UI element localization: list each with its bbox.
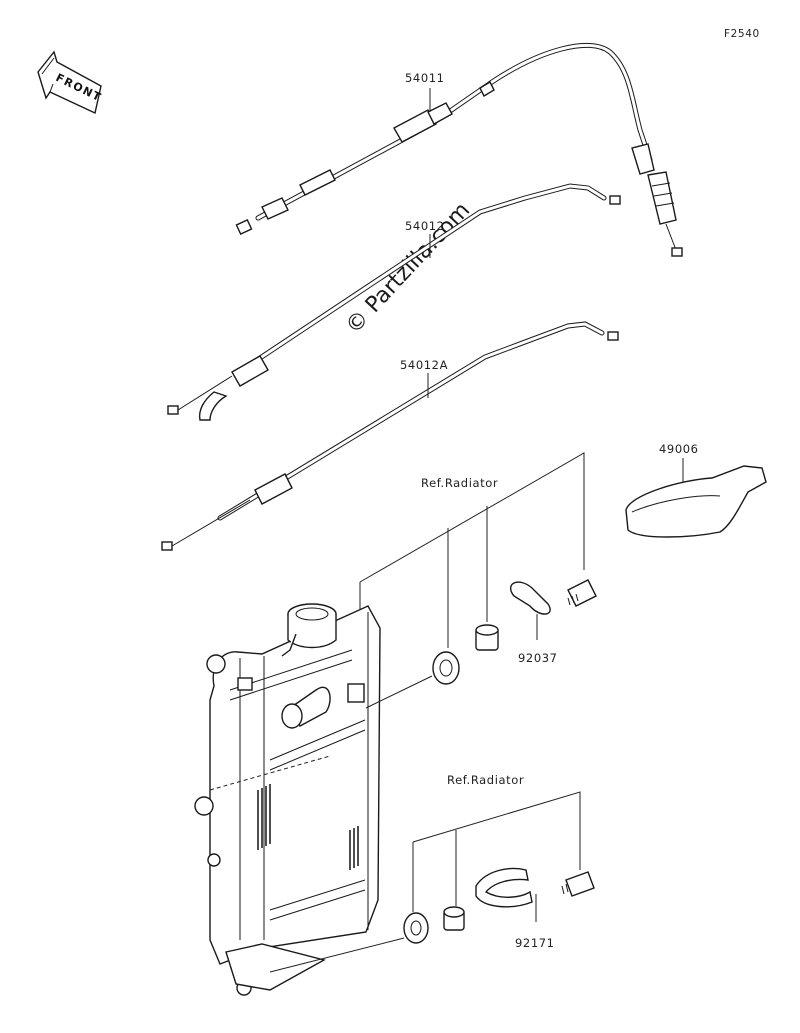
part-label-54012[interactable]: 54012	[405, 219, 445, 233]
part-label-54011[interactable]: 54011	[405, 71, 445, 85]
part-label-92037[interactable]: 92037	[518, 651, 558, 665]
ref-radiator-lower: Ref.Radiator	[447, 773, 524, 787]
part-label-49006[interactable]: 49006	[659, 442, 699, 456]
collar-upper[interactable]	[475, 624, 499, 651]
core-fins	[257, 784, 359, 870]
grommet-upper[interactable]	[432, 651, 460, 685]
collar-lower[interactable]	[443, 906, 465, 931]
cover-49006[interactable]	[625, 465, 767, 538]
front-arrow-icon: FRONT	[37, 50, 104, 115]
part-label-54012A[interactable]: 54012A	[400, 358, 448, 372]
clip-92171[interactable]	[475, 867, 533, 908]
radiator-assembly	[194, 603, 381, 996]
ref-radiator-upper: Ref.Radiator	[421, 476, 498, 490]
throttle-cable-54012[interactable]	[167, 183, 621, 421]
clip-92037[interactable]	[509, 581, 551, 615]
throttle-cable-54012A[interactable]	[161, 321, 619, 551]
part-label-92171[interactable]: 92171	[515, 936, 555, 950]
grommet-lower[interactable]	[403, 912, 429, 944]
figure-id: F2540	[724, 28, 760, 40]
bolt-upper[interactable]	[567, 579, 597, 607]
bolt-lower[interactable]	[561, 871, 595, 897]
clutch-cable-54011[interactable]	[235, 42, 683, 257]
